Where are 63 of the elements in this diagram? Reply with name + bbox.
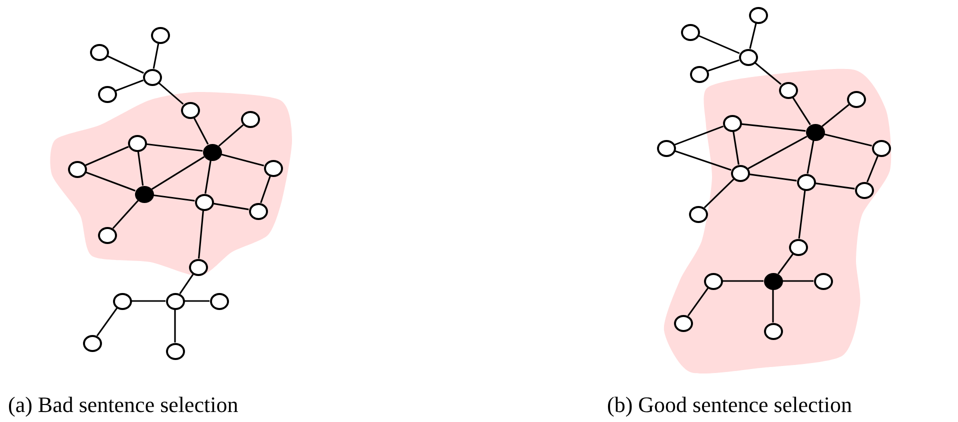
edge-line bbox=[772, 290, 774, 322]
edge-line bbox=[184, 300, 210, 302]
edge-line bbox=[824, 133, 872, 147]
subfigure-caption: (a) Bad sentence selection bbox=[8, 392, 238, 418]
edge-line bbox=[179, 274, 194, 294]
edge-line bbox=[204, 160, 212, 194]
edge-line bbox=[798, 190, 806, 239]
graph-node-circle bbox=[90, 44, 108, 60]
edge-line bbox=[96, 308, 118, 336]
edge-line bbox=[85, 146, 129, 166]
edge-line bbox=[822, 104, 850, 127]
edge-line bbox=[137, 151, 144, 186]
edge-line bbox=[85, 172, 136, 192]
edge-line bbox=[132, 300, 166, 302]
graph-node-circle bbox=[142, 68, 162, 86]
edge-line bbox=[748, 136, 808, 170]
edge-line bbox=[115, 80, 144, 92]
edge-line bbox=[815, 182, 855, 190]
edge-line bbox=[213, 202, 249, 210]
edge-line bbox=[698, 34, 740, 54]
graph-node-circle bbox=[748, 6, 768, 24]
edge-line bbox=[782, 280, 814, 282]
graph-node-circle bbox=[150, 26, 170, 44]
edge-line bbox=[674, 150, 732, 171]
edge-line bbox=[806, 140, 814, 174]
graph-node-circle bbox=[166, 292, 184, 310]
graph-node-circle bbox=[112, 292, 132, 310]
edge-line bbox=[749, 23, 757, 49]
edge-line bbox=[193, 117, 209, 145]
edge-line bbox=[741, 123, 806, 132]
graph-node-circle bbox=[98, 86, 116, 102]
graph-node-circle bbox=[82, 334, 102, 352]
edge-line bbox=[153, 194, 195, 202]
edge-line bbox=[674, 126, 724, 146]
edge-line bbox=[218, 124, 244, 147]
edge-line bbox=[704, 178, 734, 208]
edge-line bbox=[687, 288, 709, 316]
subfigure-caption: (b) Good sentence selection bbox=[607, 392, 852, 418]
graph-node-circle bbox=[680, 24, 700, 40]
edge-line bbox=[107, 55, 144, 74]
edge-line bbox=[151, 156, 205, 190]
edge-line bbox=[220, 154, 264, 166]
graph-node-circle bbox=[166, 342, 184, 360]
edge-line bbox=[792, 96, 811, 126]
edge-line bbox=[260, 176, 271, 204]
edge-line bbox=[749, 173, 797, 182]
edge-line bbox=[754, 62, 782, 85]
edge-line bbox=[708, 59, 740, 72]
graph-node-circle bbox=[656, 140, 676, 156]
edge-line bbox=[198, 210, 204, 259]
edge-line bbox=[732, 131, 740, 165]
edge-line bbox=[778, 254, 794, 274]
graph-node-circle bbox=[688, 206, 708, 222]
edge-line bbox=[152, 43, 160, 69]
edge-line bbox=[146, 143, 203, 152]
graph-node-circle bbox=[690, 66, 708, 82]
graph-node-circle bbox=[738, 48, 758, 66]
edge-line bbox=[158, 82, 184, 105]
edge-line bbox=[112, 200, 139, 229]
edge-line bbox=[174, 310, 176, 342]
edge-line bbox=[866, 156, 878, 182]
graph-node-circle bbox=[210, 292, 228, 310]
edge-line bbox=[722, 280, 764, 282]
